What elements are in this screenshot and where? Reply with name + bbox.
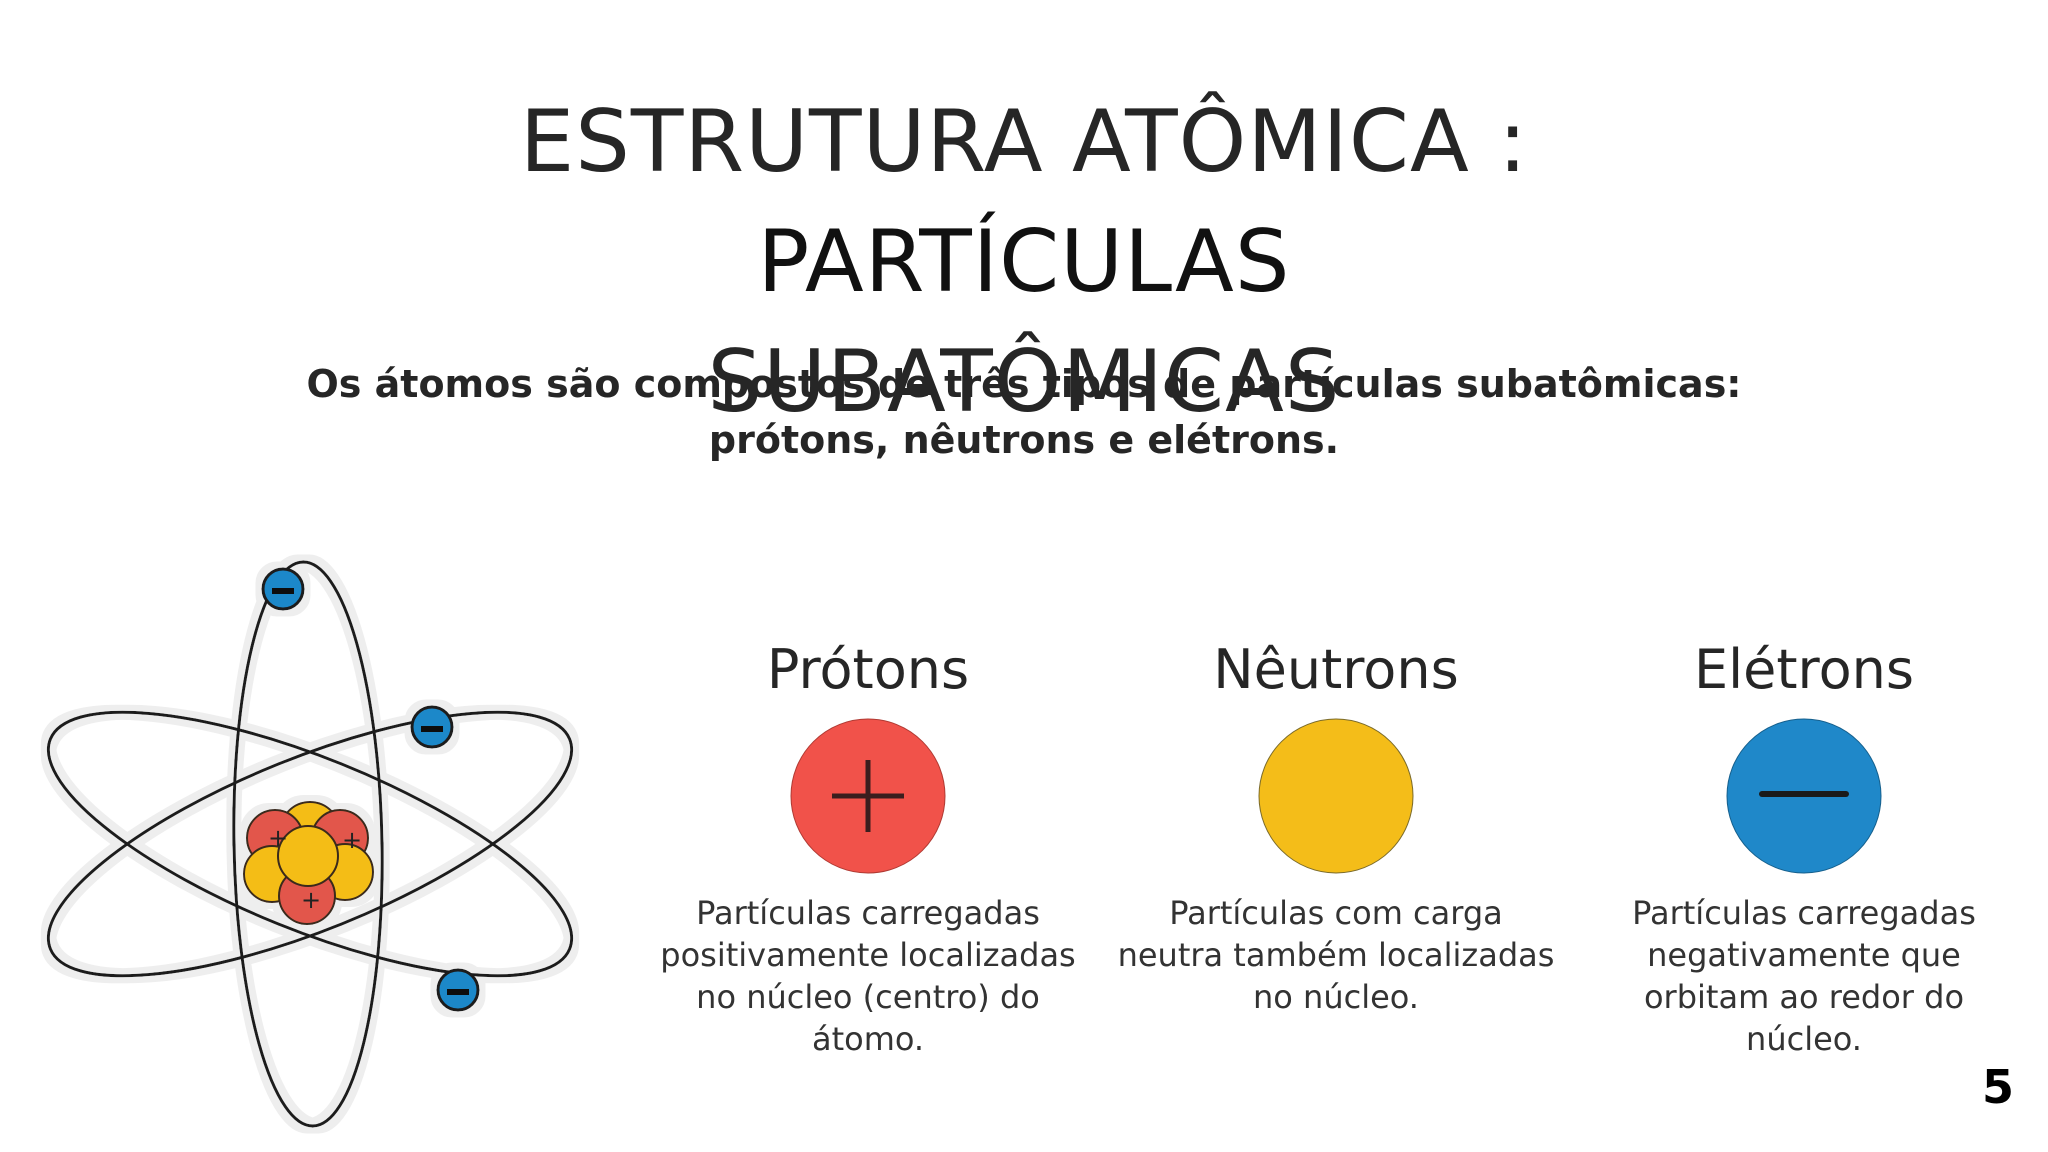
svg-text:+: + xyxy=(342,826,362,854)
neutrons-description: Partículas com carga neutra também local… xyxy=(1117,894,1555,1016)
nucleus: + + + xyxy=(243,801,374,925)
particle-electrons: Elétrons Partículas carregadas negativam… xyxy=(1584,628,2024,1060)
minus-icon xyxy=(1726,718,1882,874)
particle-neutrons: Nêutrons Partículas com carga neutra tam… xyxy=(1116,628,1556,1018)
electron-bottom xyxy=(436,968,480,1012)
orbit-diagonal-2 xyxy=(46,710,574,978)
orbit-diagonal-1 xyxy=(46,710,574,978)
plus-icon xyxy=(790,718,946,874)
svg-text:+: + xyxy=(301,886,321,914)
svg-text:+: + xyxy=(268,824,288,852)
neutrons-heading: Nêutrons xyxy=(1213,638,1459,701)
electron-top xyxy=(261,567,305,611)
page-number: 5 xyxy=(1981,1060,2014,1114)
subtitle-line-2: prótons, nêutrons e elétrons. xyxy=(708,418,1340,462)
protons-heading: Prótons xyxy=(766,638,970,701)
subtitle-line-1: Os átomos são compostos de três tipos de… xyxy=(306,362,1742,406)
protons-description: Partículas carregadas positivamente loca… xyxy=(660,894,1076,1058)
orbit-vertical xyxy=(232,560,384,1128)
atom-illustration: + + + xyxy=(46,560,574,1128)
electrons-heading: Elétrons xyxy=(1694,638,1914,701)
slide-title: ESTRUTURA ATÔMICA : PARTÍCULAS SUBATÔMIC… xyxy=(424,82,1624,442)
electrons-description: Partículas carregadas negativamente que … xyxy=(1632,894,1976,1058)
blank-circle-icon xyxy=(1258,718,1414,874)
particle-protons: Prótons Partículas carregadas positivame… xyxy=(648,628,1088,1060)
slide-subtitle: Os átomos são compostos de três tipos de… xyxy=(300,356,1748,468)
title-line-2: PARTÍCULAS xyxy=(757,212,1291,312)
title-line-3: SUBATÔMICAS xyxy=(707,332,1341,432)
title-line-1: ESTRUTURA ATÔMICA : xyxy=(519,92,1529,192)
electron-right xyxy=(410,705,454,749)
